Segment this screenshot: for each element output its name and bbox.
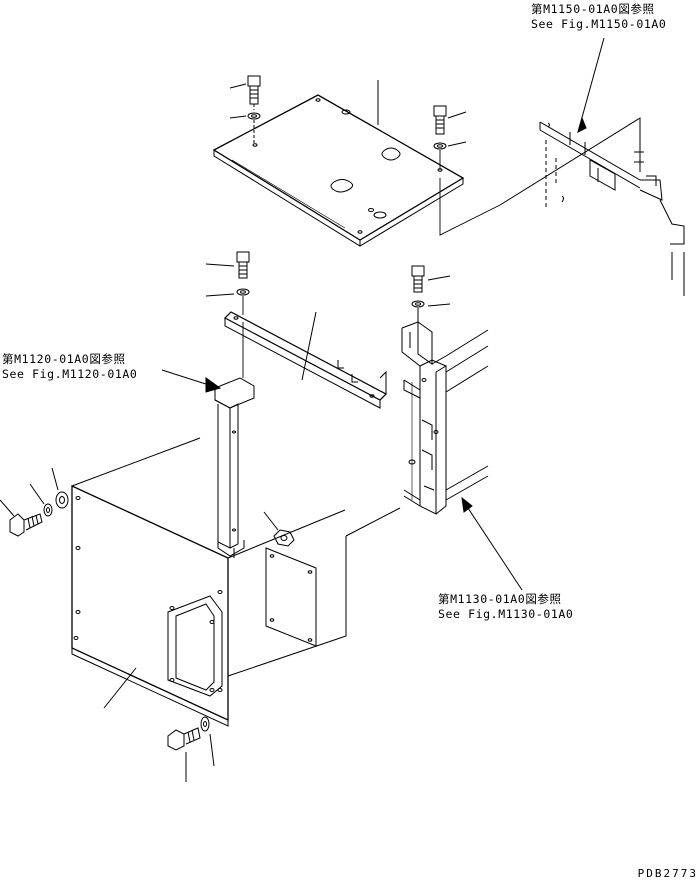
bolt-left-side [0, 500, 42, 536]
bolt-top-right [434, 106, 466, 134]
arrow-m1150 [578, 118, 586, 132]
top-cover-plate [214, 80, 463, 246]
leader-m1130 [466, 505, 522, 590]
reference-jp-m1120: 第M1120-01A0図参照 [2, 352, 126, 366]
side-cover-panel [72, 438, 400, 726]
bolt-mid-left [206, 252, 249, 278]
arrow-m1120 [206, 378, 220, 392]
reference-jp-m1130: 第M1130-01A0図参照 [438, 592, 562, 606]
reference-en-m1150: See Fig.M1150-01A0 [531, 17, 667, 31]
cross-bracket [225, 312, 386, 408]
leader-m1120 [162, 370, 212, 386]
arrow-m1130 [462, 498, 472, 512]
reference-jp-m1150: 第M1150-01A0図参照 [531, 2, 655, 16]
drawing-number: PDB2773 [637, 867, 698, 880]
washer-mid-left [206, 289, 249, 296]
reference-en-m1120: See Fig.M1120-01A0 [2, 367, 138, 381]
reference-label-m1130: 第M1130-01A0図参照 See Fig.M1130-01A0 [438, 592, 573, 622]
alignment-line-top-right [440, 150, 500, 235]
vertical-support-bracket [215, 378, 254, 558]
leader-m1150 [578, 38, 604, 132]
reference-label-m1150: 第M1150-01A0図参照 See Fig.M1150-01A0 [531, 2, 666, 32]
nut-inner-plate [264, 512, 294, 546]
lock-washer-left [30, 484, 52, 516]
bolt-bottom [168, 728, 200, 782]
washer-top-right [434, 142, 466, 149]
upper-right-frame-bracket [500, 118, 684, 296]
washer-top-left [230, 113, 260, 119]
bolt-top-left [230, 76, 260, 104]
right-upright-frame [402, 322, 488, 514]
inner-panel-plate [266, 548, 316, 646]
bolt-mid-right [412, 266, 450, 292]
washer-bottom [201, 717, 214, 766]
reference-label-m1120: 第M1120-01A0図参照 See Fig.M1120-01A0 [2, 352, 137, 382]
washer-mid-right [412, 301, 450, 307]
reference-en-m1130: See Fig.M1130-01A0 [438, 607, 574, 621]
flat-washer-left [52, 468, 68, 508]
